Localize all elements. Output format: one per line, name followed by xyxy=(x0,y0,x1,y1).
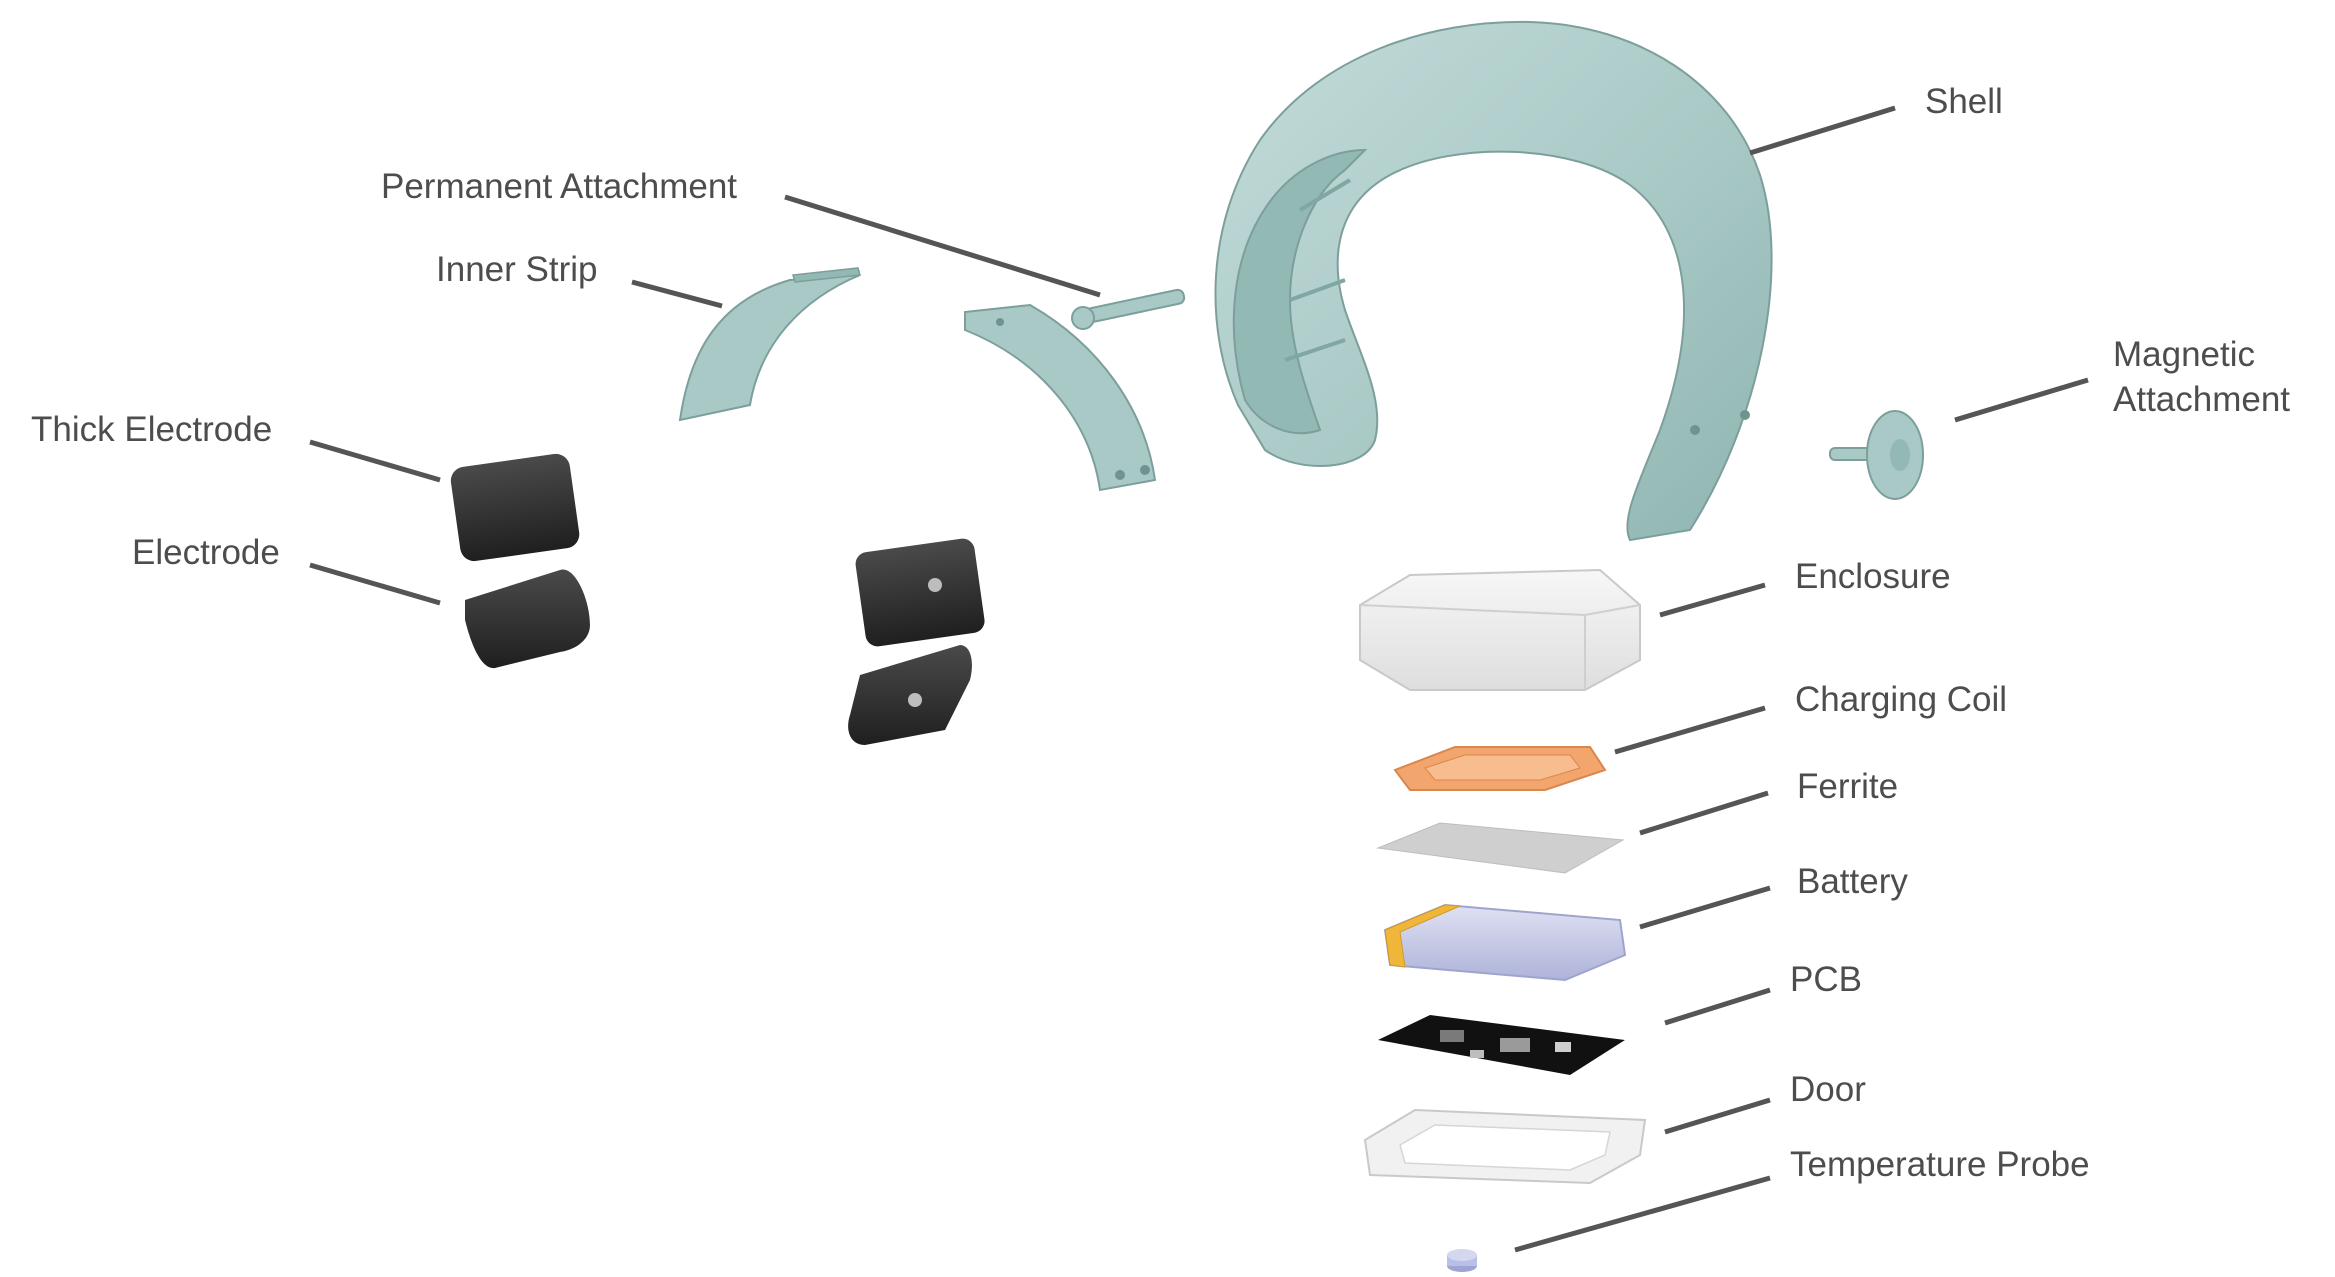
leader-door xyxy=(1664,1097,1771,1135)
leader-permanent-attachment xyxy=(784,194,1101,298)
label-charging-coil: Charging Coil xyxy=(1795,680,2008,719)
leader-lines xyxy=(309,105,2089,1253)
label-thick-electrode: Thick Electrode xyxy=(31,410,273,449)
leader-charging-coil xyxy=(1614,705,1766,755)
label-ferrite: Ferrite xyxy=(1797,767,1899,806)
label-temperature-probe: Temperature Probe xyxy=(1790,1145,2090,1184)
leader-magnetic-attachment xyxy=(1954,377,2089,423)
label-magnetic-attachment-line1: Magnetic xyxy=(2113,335,2256,374)
label-door: Door xyxy=(1790,1070,1866,1109)
leader-thick-electrode xyxy=(309,439,441,483)
leader-enclosure xyxy=(1659,582,1766,618)
electrode-right-upper xyxy=(855,538,985,647)
label-pcb: PCB xyxy=(1790,960,1862,999)
label-shell: Shell xyxy=(1925,82,2003,121)
leader-pcb xyxy=(1664,987,1771,1026)
label-battery: Battery xyxy=(1797,862,1908,901)
magnetic-attachment-part xyxy=(1829,410,1924,500)
electrode-left-part xyxy=(465,569,590,669)
shell-outer xyxy=(1214,20,1773,542)
inner-strip-right xyxy=(964,303,1157,492)
label-permanent-attachment: Permanent Attachment xyxy=(381,167,738,206)
leader-battery xyxy=(1639,885,1771,930)
leader-inner-strip xyxy=(631,279,723,309)
thick-electrode-part xyxy=(450,453,580,562)
electrode-right-lower xyxy=(848,645,972,745)
leader-temperature-probe xyxy=(1514,1175,1771,1253)
temperature-probe-part xyxy=(1447,1249,1477,1272)
charging-coil-part xyxy=(1393,746,1607,791)
leader-electrode xyxy=(309,562,441,606)
label-inner-strip: Inner Strip xyxy=(436,250,598,289)
door-part xyxy=(1363,1108,1647,1185)
pcb-part xyxy=(1378,1015,1625,1075)
enclosure-part xyxy=(1359,568,1641,691)
label-electrode: Electrode xyxy=(132,533,280,572)
permanent-attachment-part xyxy=(1071,288,1186,330)
battery-part xyxy=(1383,903,1627,982)
label-magnetic-attachment-line2: Attachment xyxy=(2113,380,2291,419)
shell-part xyxy=(1214,20,1773,542)
leader-shell xyxy=(1749,105,1896,156)
inner-strip-left xyxy=(678,274,861,422)
ferrite-part xyxy=(1376,822,1625,874)
label-enclosure: Enclosure xyxy=(1795,557,1951,596)
leader-ferrite xyxy=(1639,790,1769,836)
